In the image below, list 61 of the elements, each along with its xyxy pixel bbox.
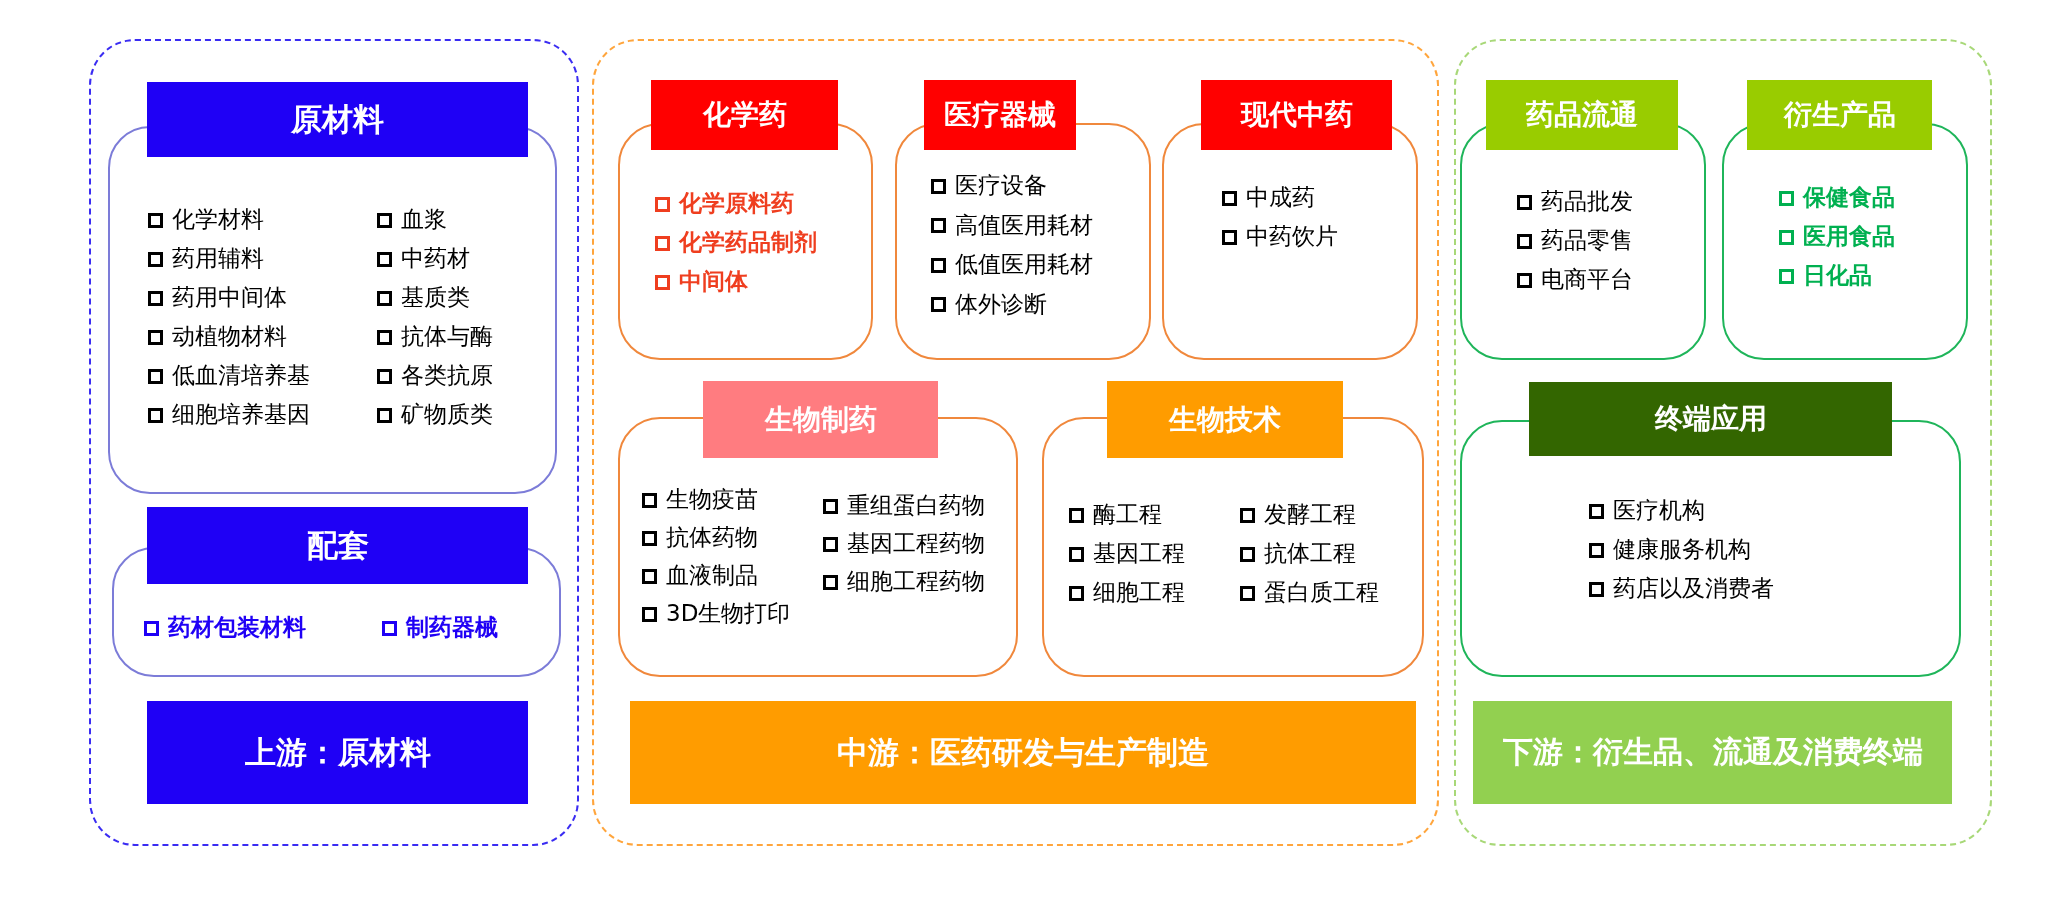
list-item: 药品零售 — [1541, 227, 1633, 255]
stage-banner: 中游：医药研发与生产制造 — [630, 701, 1416, 804]
list-item: 血液制品 — [666, 562, 758, 590]
list-item: 酶工程 — [1093, 501, 1162, 529]
list-item: 蛋白质工程 — [1264, 579, 1379, 607]
list-item: 医疗设备 — [955, 172, 1047, 200]
list-item: 健康服务机构 — [1613, 536, 1751, 564]
list-item: 生物疫苗 — [666, 486, 758, 514]
list-item: 电商平台 — [1541, 266, 1633, 294]
list-item: 高值医用耗材 — [955, 211, 1093, 240]
category-header: 现代中药 — [1201, 80, 1392, 150]
list-item: 低值医用耗材 — [955, 251, 1093, 279]
list-item: 药品批发 — [1541, 188, 1633, 216]
list-item: 发酵工程 — [1264, 501, 1356, 529]
list-item: 基质类 — [401, 284, 470, 312]
list-item: 制药器械 — [406, 614, 498, 642]
list-item: 化学材料 — [172, 206, 264, 234]
list-item: 药材包装材料 — [168, 614, 306, 642]
list-item: 药用辅料 — [172, 245, 264, 273]
stage-banner: 上游：原材料 — [147, 701, 528, 804]
list-item: 保健食品 — [1803, 184, 1895, 212]
list-item: 中成药 — [1246, 184, 1315, 212]
list-item: 抗体工程 — [1264, 540, 1356, 568]
list-item: 重组蛋白药物 — [847, 492, 985, 520]
list-item: 抗体与酶 — [401, 323, 493, 351]
category-header: 终端应用 — [1529, 382, 1892, 456]
list-item: 化学药品制剂 — [679, 229, 817, 257]
list-item: 低血清培养基 — [172, 362, 310, 390]
list-item: 药用中间体 — [172, 284, 287, 312]
list-item: 细胞工程药物 — [847, 568, 985, 596]
list-item: 日化品 — [1803, 262, 1872, 290]
list-item: 细胞培养基因 — [172, 401, 310, 429]
list-item: 3D生物打印 — [666, 600, 791, 628]
category-header: 化学药 — [651, 80, 838, 150]
dashed-group-frame — [89, 39, 579, 846]
list-item: 医疗机构 — [1613, 497, 1705, 525]
category-header: 衍生产品 — [1747, 80, 1932, 150]
category-header: 药品流通 — [1486, 80, 1678, 150]
category-header: 配套 — [147, 507, 528, 584]
list-item: 药店以及消费者 — [1613, 575, 1774, 603]
list-item: 各类抗原 — [401, 362, 493, 390]
list-item: 中药材 — [401, 245, 470, 273]
list-item: 医用食品 — [1803, 223, 1895, 251]
dashed-group-frame — [592, 39, 1439, 846]
dashed-group-frame — [1454, 39, 1992, 846]
list-item: 中间体 — [679, 268, 748, 296]
list-item: 抗体药物 — [666, 524, 758, 552]
list-item: 血浆 — [401, 206, 447, 234]
list-item: 中药饮片 — [1246, 223, 1338, 251]
list-item: 矿物质类 — [401, 401, 493, 429]
category-header: 医疗器械 — [924, 80, 1076, 150]
category-header: 生物制药 — [703, 381, 938, 458]
list-item: 基因工程药物 — [847, 530, 985, 558]
list-item: 基因工程 — [1093, 540, 1185, 568]
list-item: 动植物材料 — [172, 323, 287, 351]
category-header: 生物技术 — [1107, 381, 1343, 458]
list-item: 体外诊断 — [955, 290, 1047, 319]
stage-banner: 下游：衍生品、流通及消费终端 — [1473, 701, 1952, 804]
category-header: 原材料 — [147, 82, 528, 157]
list-item: 化学原料药 — [679, 190, 794, 218]
list-item: 细胞工程 — [1093, 579, 1185, 607]
